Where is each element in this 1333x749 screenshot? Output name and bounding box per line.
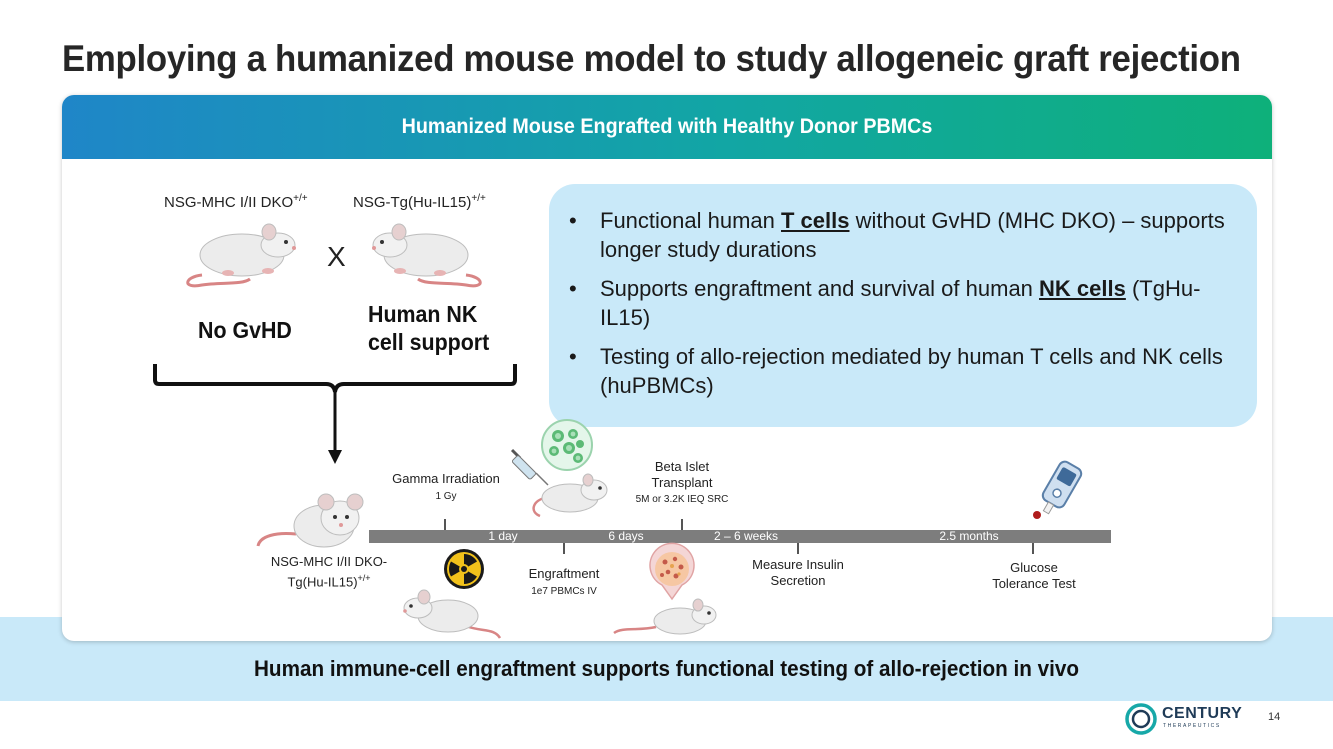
mouse-icon — [256, 493, 364, 548]
syringe-icon — [510, 448, 608, 518]
interval-label: 6 days — [608, 529, 644, 543]
hybrid-strain-label: NSG-MHC I/II DKO-Tg(Hu-IL15)+/+ — [270, 554, 388, 590]
benefits-callout — [549, 184, 1257, 427]
timeline-tick — [1032, 543, 1034, 554]
mouse-icon — [613, 598, 717, 635]
footer-message: Human immune-cell engraftment supports f… — [254, 656, 1079, 681]
slide-title: Employing a humanized mouse model to stu… — [62, 38, 1241, 79]
cross-symbol: X — [327, 241, 346, 272]
mouse-icon — [403, 589, 502, 639]
interval-label: 1 day — [488, 529, 518, 543]
century-logo-icon — [1125, 703, 1157, 735]
benefits-list: •Functional human T cells without GvHD (… — [569, 206, 1249, 410]
timeline-tick — [681, 519, 683, 530]
engraftment-step: Engraftment 1e7 PBMCs IV — [528, 566, 600, 597]
page-number: 14 — [1268, 711, 1281, 723]
brand-name: CENTURY — [1162, 705, 1243, 722]
panel-header-text: Humanized Mouse Engrafted with Healthy D… — [401, 115, 933, 138]
irradiation-step: Gamma Irradiation 1 Gy — [392, 471, 500, 502]
timeline-tick — [797, 543, 799, 554]
transplant-step: Beta Islet Transplant 5M or 3.2K IEQ SRC — [635, 459, 729, 505]
panel-header: Humanized Mouse Engrafted with Healthy D… — [62, 95, 1272, 159]
bracket-arrow — [153, 364, 517, 464]
timeline-tick — [563, 543, 565, 554]
radiation-icon — [444, 549, 484, 589]
glucometer-icon — [1033, 460, 1083, 519]
list-item: •Supports engraftment and survival of hu… — [569, 276, 1201, 330]
interval-label: 2 – 6 weeks — [713, 529, 779, 543]
cell-cluster-icon — [541, 419, 593, 471]
islet-icon — [649, 542, 695, 601]
list-item: •Functional human T cells without GvHD (… — [569, 208, 1225, 262]
mouse-icon — [186, 223, 296, 288]
interval-label: 2.5 months — [939, 529, 999, 543]
strain-right-label: NSG-Tg(Hu-IL15)+/+ — [353, 193, 486, 211]
insulin-step: Measure Insulin Secretion — [752, 557, 844, 588]
timeline-tick — [444, 519, 446, 530]
glucose-step: Glucose Tolerance Test — [992, 560, 1076, 591]
strain-left-label: NSG-MHC I/II DKO+/+ — [164, 193, 308, 211]
timeline-bar — [369, 530, 1111, 543]
left-trait-label: No GvHD — [198, 317, 292, 343]
brand-tagline: THERAPEUTICS — [1163, 723, 1221, 729]
list-item: •Testing of allo-rejection mediated by h… — [569, 344, 1223, 398]
mouse-icon — [372, 223, 482, 288]
